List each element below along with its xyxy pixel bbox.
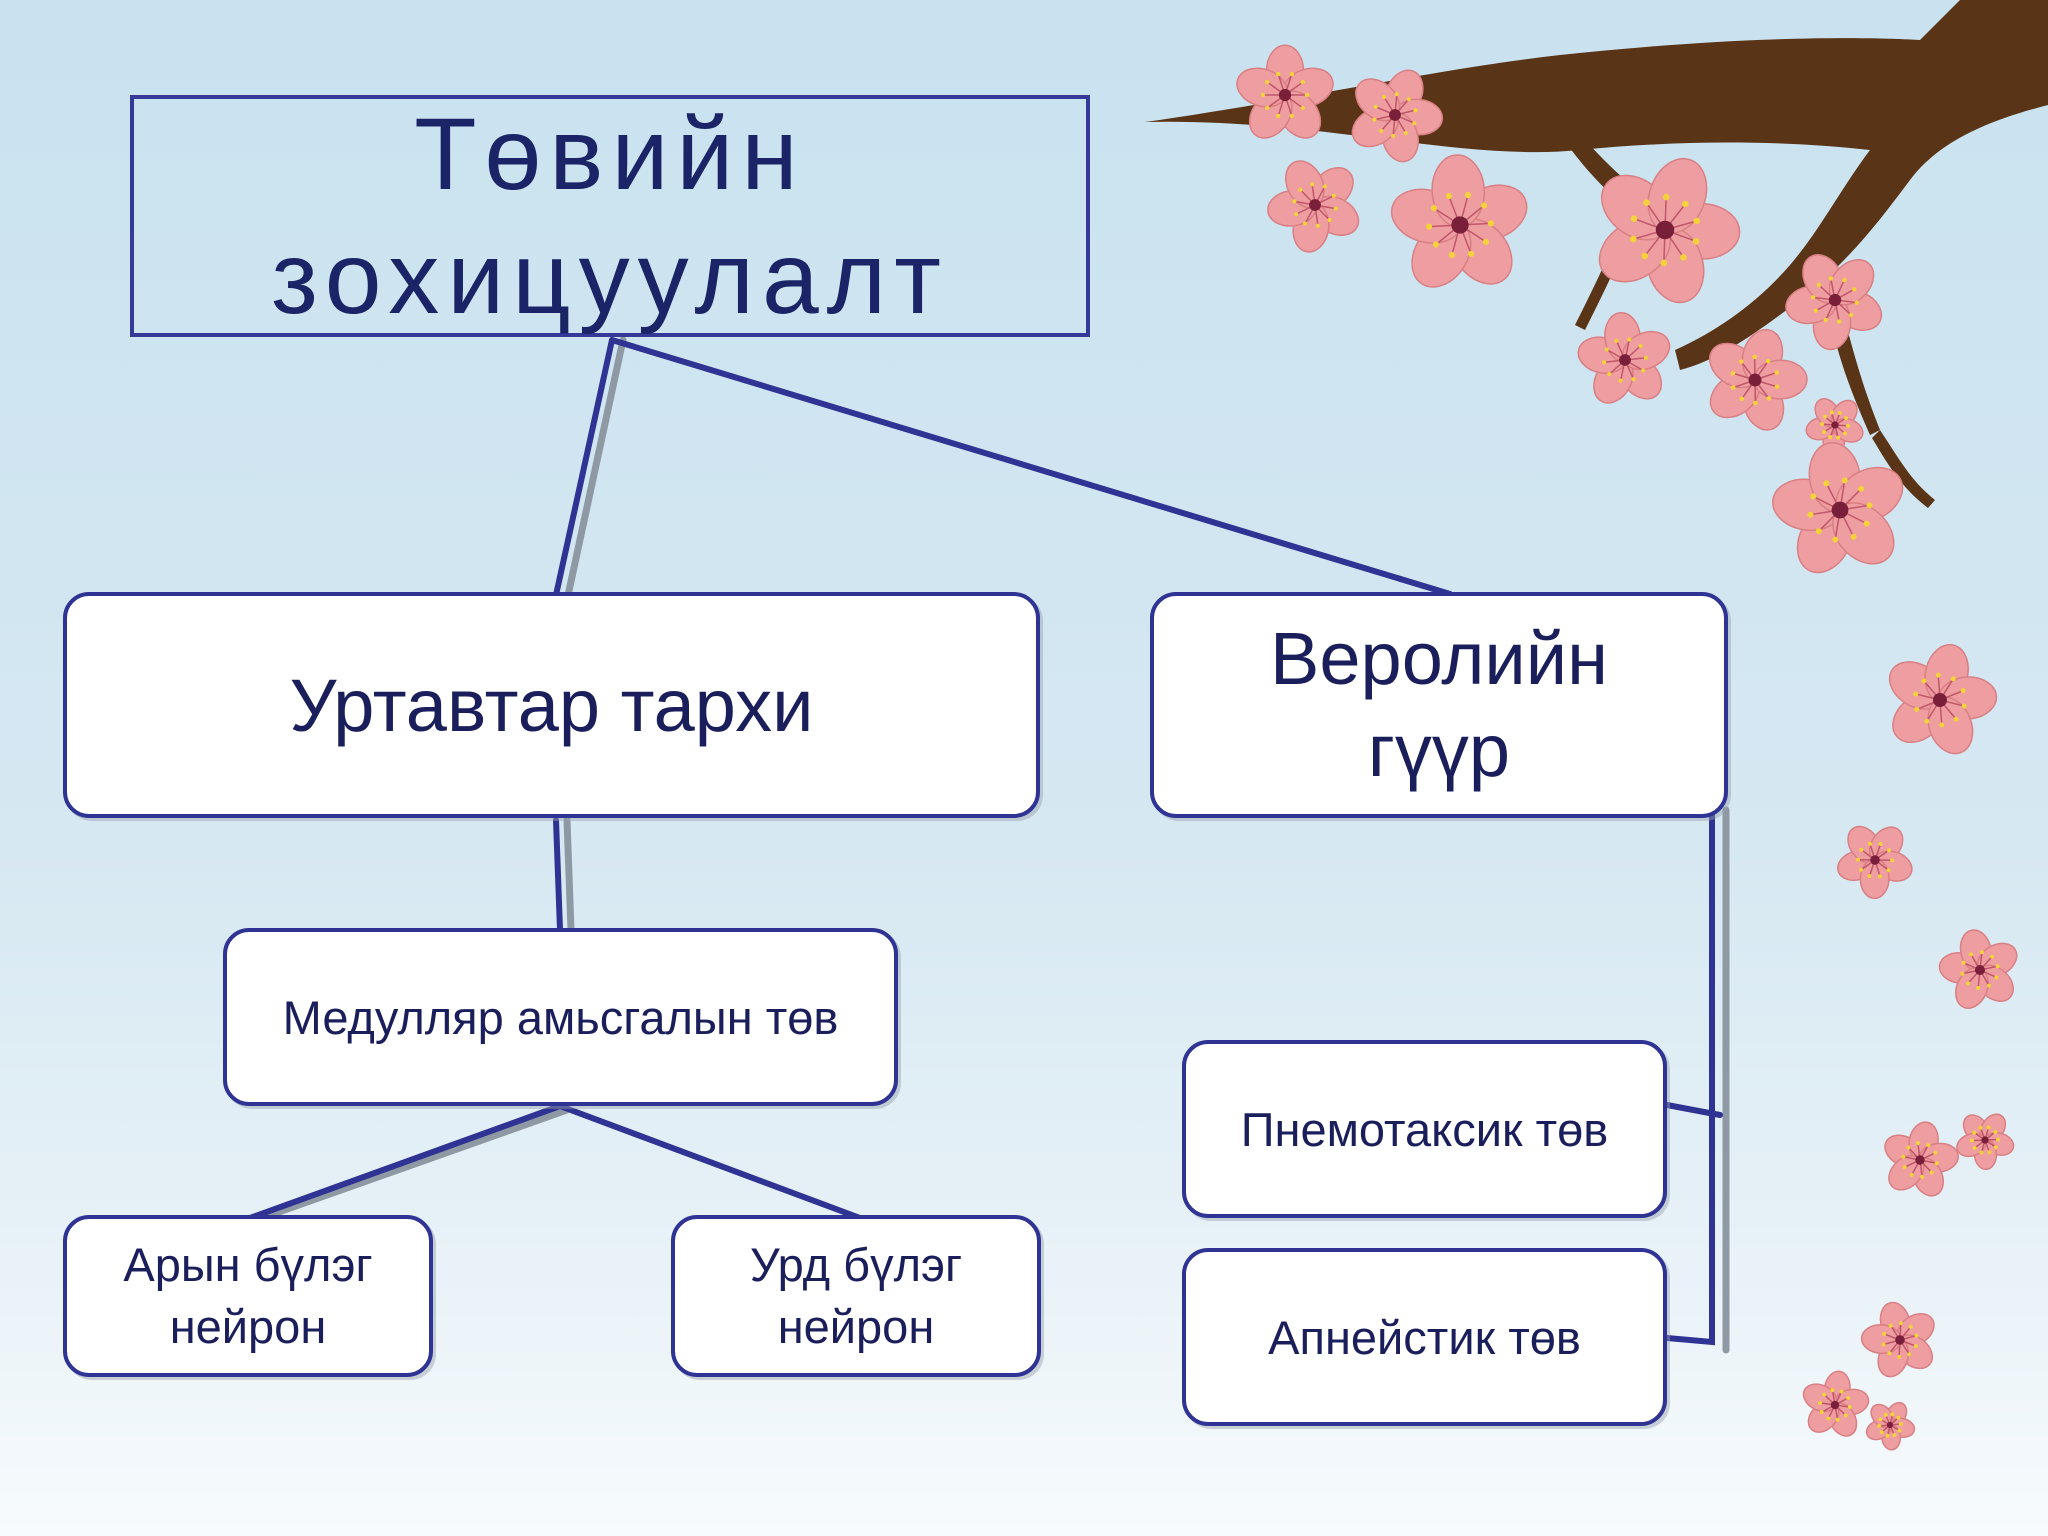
blossom-icon [1865, 1401, 1916, 1451]
connector-pons-bus [1664, 797, 1715, 1346]
connector-bus-pneumotaxic [1664, 1102, 1723, 1118]
connector-midbrain-medullary [553, 817, 563, 933]
blossom-icon [1390, 154, 1528, 288]
blossom-icon [1802, 1370, 1870, 1437]
node-ventral-group: Урд бүлэг нейрон [671, 1215, 1041, 1377]
node-dorsal-group: Арын бүлэг нейрон [63, 1215, 433, 1377]
node-apneustic: Апнейстик төв [1182, 1248, 1667, 1426]
node-midbrain-label: Уртавтар тархи [289, 663, 814, 747]
node-ventral-group-label: Урд бүлэг нейрон [749, 1238, 963, 1353]
node-pons: Веролийн гүүр [1150, 592, 1728, 818]
blossom-icon [1884, 1121, 1959, 1197]
connector-midbrain-medullary-shadow [563, 816, 575, 934]
blossom-icon [1236, 44, 1334, 139]
connector-title-midbrain-shadow [563, 336, 627, 604]
node-pons-label: Веролийн гүүр [1270, 617, 1608, 792]
node-pneumotaxic-label: Пнемотаксик төв [1240, 1102, 1609, 1156]
blossom-icon [1709, 328, 1808, 431]
blossom-icon [1888, 643, 1998, 755]
blossom-icon [1267, 160, 1360, 253]
blossom-icon [1598, 157, 1741, 304]
connector-medullary-dorsal [247, 1103, 563, 1221]
blossom-icon [1351, 69, 1444, 163]
node-medullary-center: Медулляр амьсгалын төв [223, 928, 898, 1106]
connector-medullary-dorsal-shadow [258, 1106, 571, 1222]
blossom-icon [1785, 254, 1883, 351]
node-apneustic-label: Апнейстик төв [1268, 1310, 1581, 1364]
node-midbrain: Уртавтар тархи [63, 592, 1040, 818]
title-box: Төвийн зохицуулалт [130, 95, 1090, 337]
blossom-icon [1772, 442, 1904, 574]
node-pneumotaxic: Пнемотаксик төв [1182, 1040, 1667, 1218]
connector-title-pons [609, 337, 1453, 597]
connector-title-midbrain [553, 337, 615, 598]
connector-medullary-ventral [557, 1103, 863, 1221]
blossom-icon [1577, 311, 1671, 404]
blossom-icon [1956, 1113, 2015, 1171]
node-medullary-center-label: Медулляр амьсгалын төв [282, 990, 839, 1044]
blossom-icon [1860, 1301, 1935, 1378]
blossom-icon [1938, 929, 2018, 1009]
blossom-icon [1837, 825, 1913, 900]
page-title: Төвийн зохицуулалт [271, 97, 949, 335]
node-dorsal-group-label: Арын бүлэг нейрон [123, 1238, 373, 1353]
